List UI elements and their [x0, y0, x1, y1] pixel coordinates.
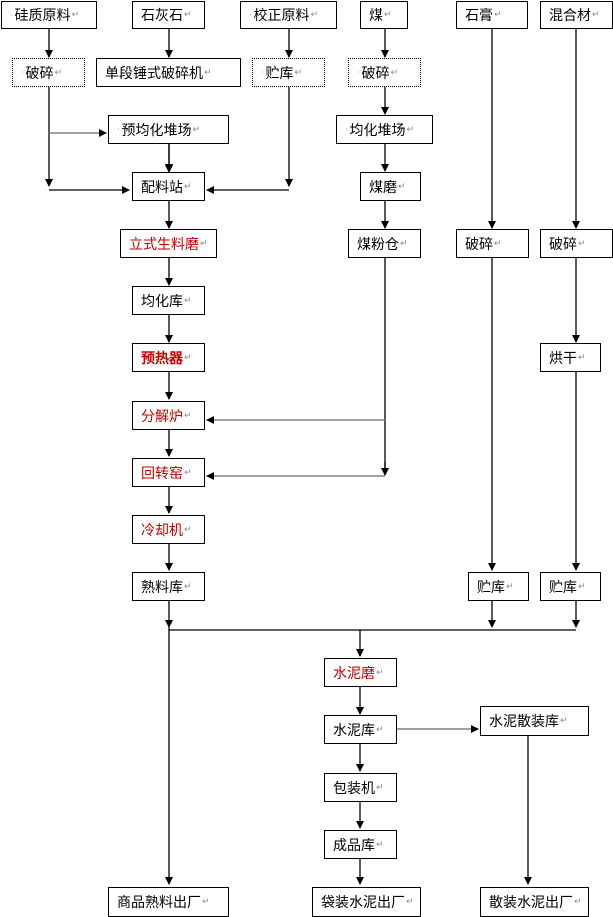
node-gypsum: 石膏↵ — [456, 1, 528, 29]
node-preheater: 预热器↵ — [132, 343, 205, 372]
node-dryer: 烘干↵ — [540, 343, 601, 372]
node-storage-gypsum: 贮库↵ — [468, 572, 529, 601]
node-admixture: 混合材↵ — [540, 1, 613, 29]
node-cement-silo: 水泥库↵ — [324, 715, 397, 744]
node-commercial-clinker-out: 商品熟料出厂↵ — [108, 887, 229, 917]
node-crushing-admixture: 破碎↵ — [540, 229, 613, 258]
node-bulk-cement-out: 散装水泥出厂↵ — [480, 887, 589, 917]
node-vertical-raw-mill: 立式生料磨↵ — [120, 229, 217, 258]
node-coal-mill: 煤磨↵ — [360, 172, 421, 201]
node-packing-machine: 包装机↵ — [324, 773, 397, 802]
node-homogenization-silo: 均化库↵ — [132, 286, 205, 315]
node-finished-product-store: 成品库↵ — [324, 830, 397, 859]
node-crushing-coal: ·破碎↵ — [348, 58, 421, 87]
node-crushing-gypsum: 破碎↵ — [456, 229, 529, 258]
node-coal-powder-bin: 煤粉仓↵ — [348, 229, 421, 258]
node-coal: 煤↵ — [360, 1, 408, 29]
node-hammer-crusher: 单段锤式破碎机↵ — [96, 58, 241, 87]
node-calciner: 分解炉↵ — [132, 401, 205, 430]
node-clinker-silo: 熟料库↵ — [132, 572, 205, 601]
node-bagged-cement-out: 袋装水泥出厂↵ — [312, 887, 421, 917]
node-storage-admixture: 贮库↵ — [540, 572, 601, 601]
node-cooler: 冷却机↵ — [132, 515, 205, 544]
node-coal-homogenization-yard: ·均化堆场↵ — [336, 115, 433, 144]
node-storage-corrective: ·贮库↵ — [252, 58, 325, 87]
node-siliceous-material: ·硅质原料↵ — [1, 1, 97, 29]
node-cement-mill: 水泥磨↵ — [324, 658, 397, 687]
node-limestone: 石灰石↵ — [132, 1, 205, 29]
node-batching-station: 配料站↵ — [132, 172, 205, 201]
node-rotary-kiln: 回转窑↵ — [132, 458, 205, 487]
node-prehomogenization-yard: ·预均化堆场↵ — [108, 115, 229, 144]
node-corrective-material: ·校正原料↵ — [240, 1, 337, 29]
node-crushing-siliceous: ·破碎↵ — [12, 58, 85, 87]
node-bulk-cement-silo: 水泥散装库↵ — [480, 706, 589, 736]
